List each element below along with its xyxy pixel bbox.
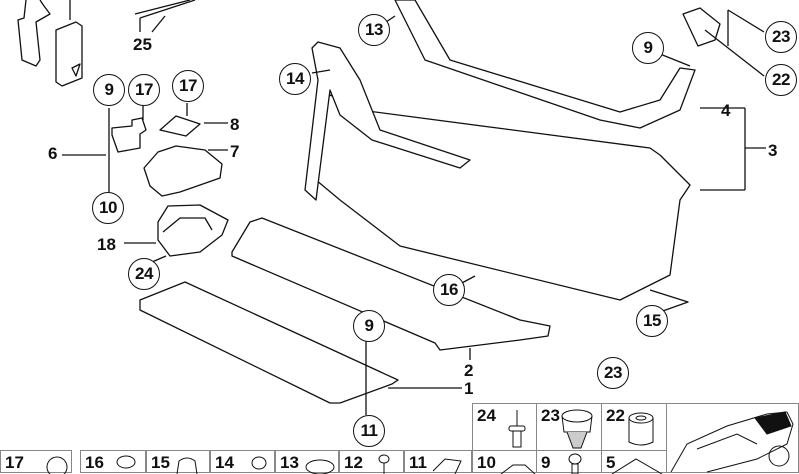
part-22-23: [682, 7, 721, 47]
clamp-icon: [500, 464, 536, 474]
callout-17[interactable]: 17: [128, 74, 160, 106]
part-25-strip: [134, 0, 196, 19]
legend-cell-14[interactable]: 14: [210, 450, 275, 473]
label-7[interactable]: 7: [230, 142, 240, 161]
part-bracket-left: [17, 0, 51, 67]
callout-10[interactable]: 10: [92, 192, 124, 224]
plastic-clip-icon: [561, 409, 593, 449]
clip-nut-icon: [46, 456, 68, 474]
legend-cell-23[interactable]: 23: [536, 403, 602, 451]
callout-23[interactable]: 23: [765, 21, 797, 53]
expanding-rivet-icon: [508, 410, 526, 448]
grommet-oval-icon: [305, 459, 335, 474]
tapping-screw-icon: [378, 454, 390, 474]
callout-17[interactable]: 17: [172, 70, 204, 102]
part-18: [157, 204, 229, 257]
callout-9[interactable]: 9: [353, 310, 385, 342]
bracket-icon: [611, 458, 663, 474]
screw-icon: [251, 456, 267, 470]
clip-icon: [432, 458, 462, 474]
callout-9[interactable]: 9: [632, 32, 664, 64]
label-3[interactable]: 3: [768, 141, 778, 160]
callout-13[interactable]: 13: [358, 14, 390, 46]
legend-cell-16[interactable]: 16: [80, 450, 146, 473]
part-4-sill: [394, 0, 696, 129]
part-6: [111, 117, 147, 153]
legend-cell-15[interactable]: 15: [146, 450, 210, 474]
callout-16[interactable]: 16: [433, 274, 465, 306]
label-4[interactable]: 4: [721, 101, 731, 120]
label-8[interactable]: 8: [230, 115, 240, 134]
label-25[interactable]: 25: [133, 35, 152, 54]
part-block: [55, 21, 83, 87]
callout-15[interactable]: 15: [636, 305, 668, 337]
car-location-thumbnail: [666, 403, 799, 473]
callout-22[interactable]: 22: [765, 64, 797, 96]
rubber-grommet-icon: [628, 412, 654, 446]
callout-23[interactable]: 23: [597, 357, 629, 389]
callout-14[interactable]: 14: [279, 63, 311, 95]
legend-cell-9[interactable]: 9: [536, 450, 602, 474]
legend-cell-5[interactable]: 5: [601, 450, 667, 474]
legend-cell-10[interactable]: 10: [472, 450, 537, 474]
legend-cell-24[interactable]: 24: [472, 403, 537, 451]
part-8: [159, 115, 201, 137]
callout-9[interactable]: 9: [93, 74, 125, 106]
push-pin-icon: [116, 455, 136, 469]
label-2[interactable]: 2: [464, 361, 474, 380]
legend-cell-12[interactable]: 12: [339, 450, 404, 474]
legend-cell-13[interactable]: 13: [275, 450, 339, 474]
label-1[interactable]: 1: [464, 379, 474, 398]
callout-24[interactable]: 24: [128, 258, 160, 290]
legend-cell-17[interactable]: 17: [0, 450, 72, 474]
screw-icon: [568, 453, 582, 474]
legend-cell-11[interactable]: 11: [404, 450, 472, 474]
callout-11[interactable]: 11: [353, 415, 385, 447]
nut-icon: [176, 457, 198, 474]
part-7: [143, 145, 223, 197]
part-14-pillar: [304, 41, 471, 201]
legend-cell-22[interactable]: 22: [601, 403, 667, 451]
car-outline-icon: [670, 411, 794, 473]
label-6[interactable]: 6: [48, 144, 58, 163]
label-18[interactable]: 18: [97, 235, 116, 254]
